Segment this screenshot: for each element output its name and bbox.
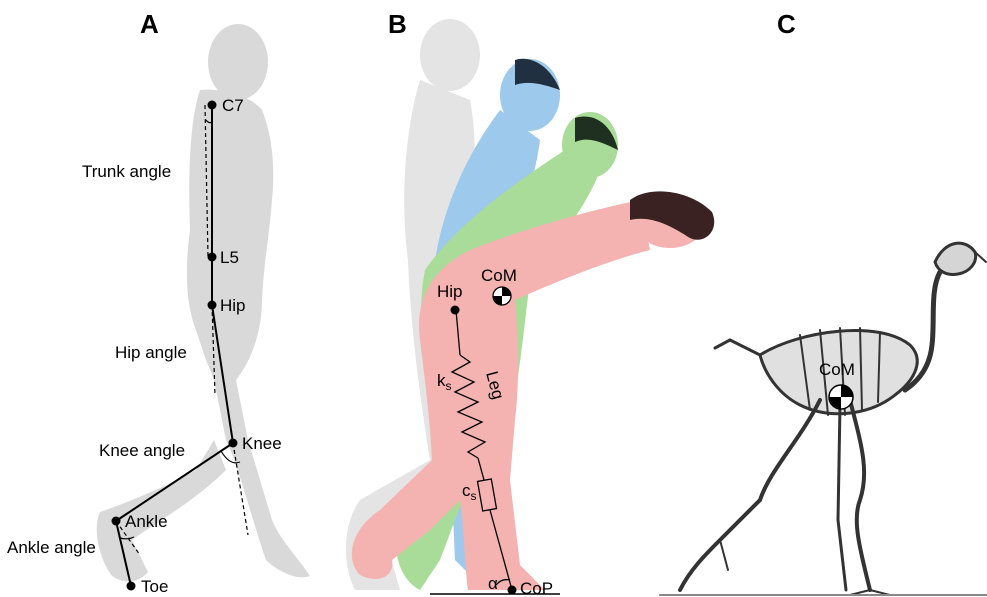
panel-a-letter: A	[140, 9, 159, 39]
panel-a-silhouette	[97, 24, 310, 581]
panel-c-letter: C	[777, 9, 796, 39]
label-knee: Knee	[242, 434, 282, 453]
marker-hip	[208, 301, 217, 310]
panel-b: B	[346, 9, 714, 597]
marker-l5	[208, 253, 217, 262]
panel-b-hip-marker	[451, 306, 460, 315]
panel-b-cop-marker	[508, 586, 517, 595]
label-hip: Hip	[220, 296, 246, 315]
panel-c-bird-skeleton	[660, 243, 987, 595]
panel-b-com-label: CoM	[481, 266, 517, 285]
label-c7: C7	[222, 96, 244, 115]
label-trunk-angle: Trunk angle	[82, 162, 171, 181]
marker-ankle	[112, 517, 121, 526]
label-knee-angle: Knee angle	[99, 441, 185, 460]
panel-b-alpha-label: α	[488, 574, 498, 593]
label-ankle: Ankle	[125, 512, 168, 531]
label-toe: Toe	[141, 577, 168, 596]
panel-a: A	[7, 9, 310, 596]
panel-b-hip-label: Hip	[437, 282, 463, 301]
marker-toe	[127, 582, 136, 591]
panel-b-com-icon	[493, 287, 511, 305]
panel-c: C CoM	[660, 9, 987, 595]
panel-b-cop-label: CoP	[520, 579, 553, 597]
panel-c-com-icon	[829, 385, 853, 409]
panel-b-letter: B	[388, 9, 407, 39]
marker-c7	[208, 101, 217, 110]
label-l5: L5	[220, 248, 239, 267]
panel-b-figure-pink	[352, 196, 705, 590]
panel-c-com-label: CoM	[819, 360, 855, 379]
label-hip-angle: Hip angle	[115, 343, 187, 362]
marker-knee	[229, 439, 238, 448]
label-ankle-angle: Ankle angle	[7, 538, 96, 557]
